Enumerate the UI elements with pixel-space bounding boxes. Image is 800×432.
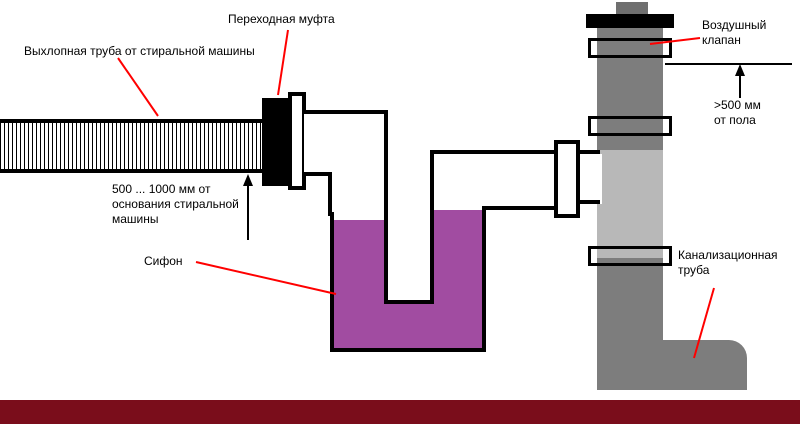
inlet-stub-pipe bbox=[580, 154, 602, 204]
label-siphon: Сифон bbox=[144, 254, 183, 268]
sewer-pipe-light-section bbox=[597, 150, 663, 258]
outlet-pipe-outline-bottom bbox=[482, 206, 560, 210]
label-coupling: Переходная муфта bbox=[228, 12, 335, 26]
label-air-valve: Воздушный клапан bbox=[702, 18, 767, 47]
outlet-pipe bbox=[434, 154, 558, 210]
outlet-pipe-outline-top bbox=[430, 150, 560, 154]
washing-machine-hose bbox=[0, 119, 286, 173]
floor bbox=[0, 400, 800, 424]
measure-arrowhead-hose-height bbox=[243, 174, 253, 186]
pipe-collar-top bbox=[588, 38, 672, 58]
measure-arrowhead-floor-height bbox=[735, 64, 745, 76]
inlet-stub-outline-bottom bbox=[578, 200, 600, 204]
inlet-stub-outline-top bbox=[578, 150, 600, 154]
air-valve-base bbox=[586, 14, 674, 28]
drain-pipe-outline-top bbox=[302, 110, 388, 114]
drain-pipe-vertical bbox=[328, 112, 384, 216]
siphon-partition bbox=[384, 204, 434, 304]
annotation-line-coupling bbox=[277, 29, 289, 96]
sewer-pipe-foot bbox=[597, 340, 747, 390]
pipe-collar-middle bbox=[588, 116, 672, 136]
drain-pipe-outline-left bbox=[328, 172, 332, 216]
transition-coupling bbox=[262, 98, 290, 186]
outlet-pipe-connector bbox=[482, 206, 486, 216]
drain-pipe-outline-right bbox=[384, 110, 388, 216]
siphon-liquid-bottom bbox=[334, 304, 482, 348]
label-sewer-pipe: Канализационная труба bbox=[678, 248, 778, 277]
label-hose-height: 500 ... 1000 мм от основания стиральной … bbox=[112, 182, 239, 226]
pipe-collar-bottom bbox=[588, 246, 672, 266]
annotation-line-exhaust-pipe bbox=[117, 57, 159, 117]
drain-pipe-outline-bottom bbox=[302, 172, 332, 176]
outlet-pipe-outline-left bbox=[430, 150, 434, 208]
annotation-line-siphon bbox=[195, 261, 337, 295]
label-exhaust-pipe: Выхлопная труба от стиральной машины bbox=[24, 44, 255, 58]
sewer-inlet-flange bbox=[554, 140, 580, 218]
label-floor-height: >500 мм от пола bbox=[714, 98, 761, 127]
